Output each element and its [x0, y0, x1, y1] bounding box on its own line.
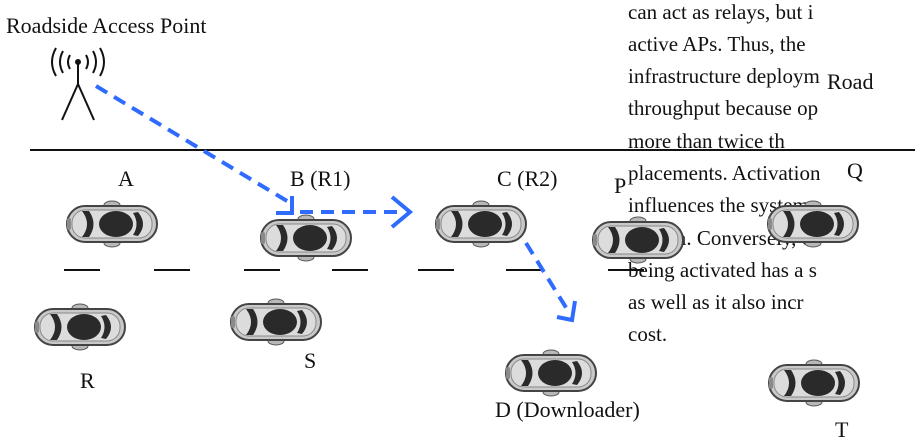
car-a-icon [66, 200, 158, 248]
access-point-antenna-icon [51, 47, 105, 121]
road-label: Road [827, 69, 873, 94]
arrow-head-icon [556, 300, 577, 323]
car-label-s: S [304, 348, 316, 373]
car-c-icon [435, 200, 527, 248]
car-q-icon [767, 200, 859, 248]
car-p-icon [592, 216, 684, 264]
car-label-p: P [614, 173, 626, 198]
relay-path [94, 84, 572, 316]
arrow-heads [276, 195, 577, 323]
car-label-q: Q [847, 158, 863, 183]
paragraph-line: can act as relays, but i [628, 0, 814, 24]
paragraph-line: placements. Activation [628, 161, 821, 185]
paragraph-line: cost. [628, 322, 668, 346]
car-t-icon [768, 359, 860, 407]
paragraph-line: infrastructure deploym [628, 64, 820, 88]
car-label-r: R [80, 368, 95, 393]
car-d-icon [505, 349, 597, 397]
paragraph-line: as well as it also incr [628, 290, 804, 314]
car-s-icon [230, 298, 322, 346]
diagram-title: Roadside Access Point [6, 13, 206, 38]
arrow-head-icon [390, 195, 414, 229]
car-label-d: D (Downloader) [495, 397, 640, 422]
paragraph-line: being activated has a s [628, 258, 817, 282]
car-label-c: C (R2) [497, 166, 558, 191]
arrow-head-icon [276, 196, 294, 215]
paragraph-line: throughput because op [628, 96, 819, 120]
car-label-a: A [118, 166, 134, 191]
car-r-icon [34, 303, 126, 351]
car-label-b: B (R1) [290, 166, 351, 191]
car-label-t: T [835, 417, 849, 442]
relay-arrow-ap-to-b [94, 84, 294, 206]
relay-arrow-c-to-d [524, 241, 572, 316]
car-b-icon [260, 214, 352, 262]
paragraph-line: active APs. Thus, the [628, 32, 806, 56]
